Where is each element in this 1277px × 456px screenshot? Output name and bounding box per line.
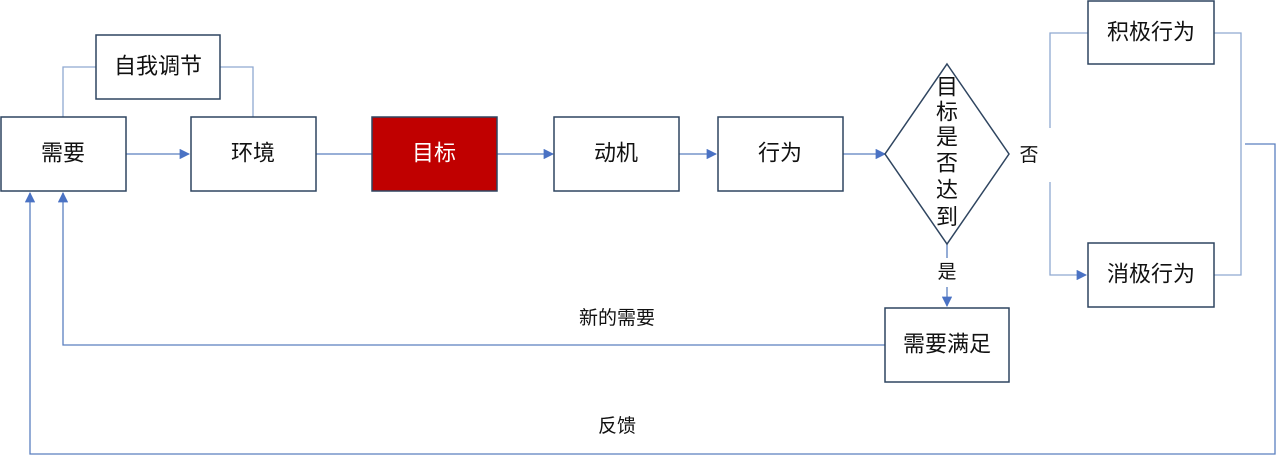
node-self-regulation-label: 自我调节 bbox=[114, 55, 202, 80]
node-need: 需要 bbox=[0, 116, 127, 192]
node-behavior: 行为 bbox=[717, 116, 844, 192]
node-environment: 环境 bbox=[190, 116, 317, 192]
self-regulation-loop-left bbox=[62, 66, 96, 117]
edge-no-to-positive bbox=[1049, 32, 1088, 128]
decision-char: 目 bbox=[936, 76, 958, 101]
decision-char: 达 bbox=[936, 179, 958, 204]
decision-char: 到 bbox=[936, 206, 958, 231]
node-negative-behavior: 消极行为 bbox=[1087, 242, 1215, 308]
edge-feedback bbox=[24, 143, 1276, 455]
edge-positive-negative-loop bbox=[1214, 32, 1242, 276]
edge-label-feedback: 反馈 bbox=[598, 415, 636, 437]
node-need-label: 需要 bbox=[41, 142, 85, 167]
node-self-regulation: 自我调节 bbox=[95, 34, 221, 100]
node-goal: 目标 bbox=[371, 116, 498, 192]
edge-no-to-negative bbox=[1049, 182, 1088, 281]
edge-label-new-need: 新的需要 bbox=[579, 307, 655, 329]
decision-char: 是 bbox=[936, 126, 958, 151]
node-goal-label: 目标 bbox=[412, 142, 456, 167]
node-environment-label: 环境 bbox=[231, 142, 275, 167]
edge-label-no: 否 bbox=[1019, 144, 1038, 166]
node-behavior-label: 行为 bbox=[758, 142, 802, 167]
decision-char: 否 bbox=[936, 152, 958, 177]
node-need-satisfied-label: 需要满足 bbox=[903, 333, 991, 358]
node-motive: 动机 bbox=[553, 116, 680, 192]
decision-char: 标 bbox=[936, 101, 958, 126]
node-positive-behavior: 积极行为 bbox=[1087, 0, 1215, 65]
node-positive-behavior-label: 积极行为 bbox=[1107, 21, 1195, 46]
self-regulation-loop-right bbox=[220, 66, 254, 117]
node-motive-label: 动机 bbox=[594, 142, 638, 167]
node-negative-behavior-label: 消极行为 bbox=[1107, 263, 1195, 288]
node-decision: 目 标 是 否 达 到 bbox=[884, 62, 1010, 246]
edge-label-yes: 是 bbox=[937, 261, 956, 283]
node-need-satisfied: 需要满足 bbox=[884, 307, 1010, 383]
edge-new-need bbox=[57, 191, 885, 346]
